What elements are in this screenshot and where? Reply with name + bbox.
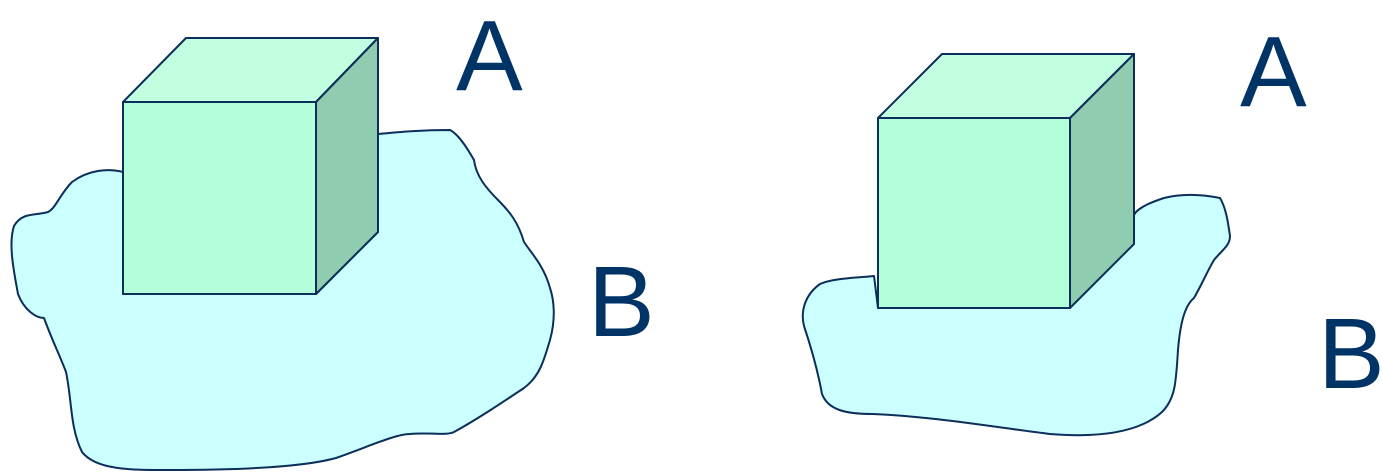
surface-label-b: B (1318, 298, 1382, 410)
right-panel: A B (801, 16, 1382, 437)
cube-front-face (877, 117, 1071, 309)
cube-front-face (122, 101, 317, 295)
cube-a (877, 53, 1135, 309)
left-panel: A B (10, 0, 655, 471)
surface-blob-b (10, 129, 555, 471)
cube-label-a: A (1240, 16, 1307, 128)
cube-label-a: A (456, 0, 523, 112)
cube-a (122, 37, 379, 295)
surface-label-b: B (588, 246, 655, 358)
